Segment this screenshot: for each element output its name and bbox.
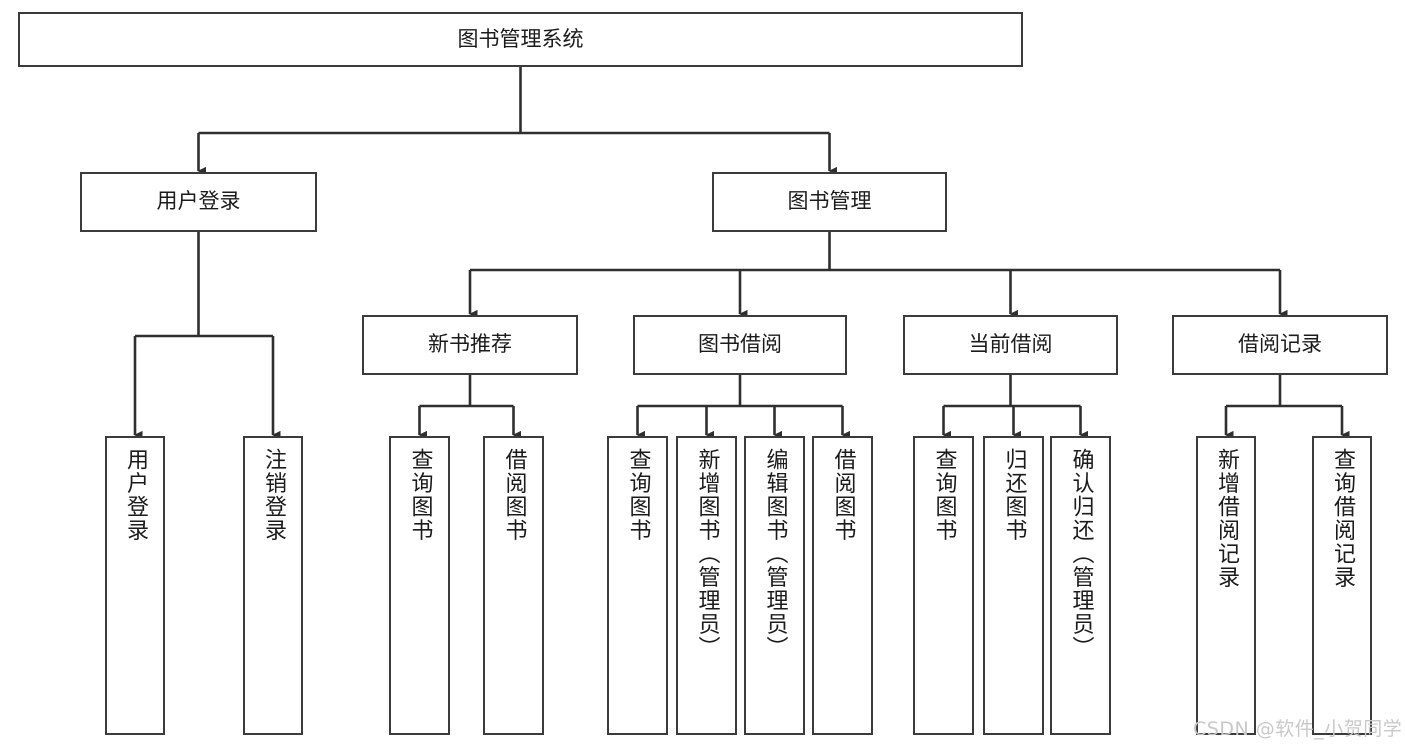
- node-leaf-nb-borrow[interactable]: 借阅图书: [483, 436, 544, 735]
- node-label: 图书借阅: [698, 332, 782, 357]
- node-label: 借阅图书: [830, 448, 856, 542]
- node-leaf-cur-return[interactable]: 归还图书: [983, 436, 1044, 735]
- node-label: 新增借阅记录: [1214, 448, 1239, 589]
- node-leaf-bw-borrow[interactable]: 借阅图书: [812, 436, 873, 735]
- node-leaf-user-login[interactable]: 用户登录: [105, 436, 165, 735]
- node-label: 归还图书: [1001, 448, 1027, 542]
- node-leaf-bw-query[interactable]: 查询图书: [607, 436, 668, 735]
- node-label: 新增图书（管理员）: [694, 448, 720, 660]
- node-leaf-bw-edit[interactable]: 编辑图书（管理员）: [744, 436, 805, 735]
- node-current[interactable]: 当前借阅: [903, 315, 1118, 375]
- edge-group: [133, 67, 1350, 440]
- node-borrow[interactable]: 图书借阅: [633, 315, 847, 375]
- node-leaf-cur-query[interactable]: 查询图书: [913, 436, 974, 735]
- node-leaf-bw-add[interactable]: 新增图书（管理员）: [676, 436, 737, 735]
- node-label: 查询借阅记录: [1330, 448, 1355, 589]
- node-leaf-rec-add[interactable]: 新增借阅记录: [1196, 436, 1256, 735]
- node-label: 确认归还（管理员）: [1068, 448, 1094, 660]
- node-records[interactable]: 借阅记录: [1172, 315, 1388, 375]
- node-leaf-nb-query[interactable]: 查询图书: [389, 436, 450, 735]
- node-login[interactable]: 用户登录: [80, 172, 317, 232]
- node-label: 图书管理: [787, 189, 872, 214]
- node-label: 编辑图书（管理员）: [762, 448, 788, 660]
- node-label: 用户登录: [123, 448, 148, 542]
- node-label: 借阅记录: [1238, 332, 1322, 357]
- node-label: 查询图书: [931, 448, 957, 542]
- node-label: 查询图书: [407, 448, 433, 542]
- node-leaf-user-logout[interactable]: 注销登录: [243, 436, 303, 735]
- node-newbook[interactable]: 新书推荐: [362, 315, 578, 375]
- node-label: 图书管理系统: [457, 26, 584, 51]
- node-label: 查询图书: [625, 448, 651, 542]
- node-leaf-rec-query[interactable]: 查询借阅记录: [1312, 436, 1372, 735]
- node-root[interactable]: 图书管理系统: [18, 12, 1023, 67]
- watermark-text: CSDN @软件_小贺同学: [1193, 718, 1403, 740]
- node-bookmgmt[interactable]: 图书管理: [712, 172, 947, 232]
- node-label: 当前借阅: [968, 332, 1053, 357]
- node-label: 借阅图书: [501, 448, 527, 542]
- node-label: 新书推荐: [428, 332, 512, 357]
- node-label: 用户登录: [156, 189, 241, 214]
- node-leaf-cur-confirm[interactable]: 确认归还（管理员）: [1050, 436, 1111, 735]
- node-label: 注销登录: [261, 448, 286, 542]
